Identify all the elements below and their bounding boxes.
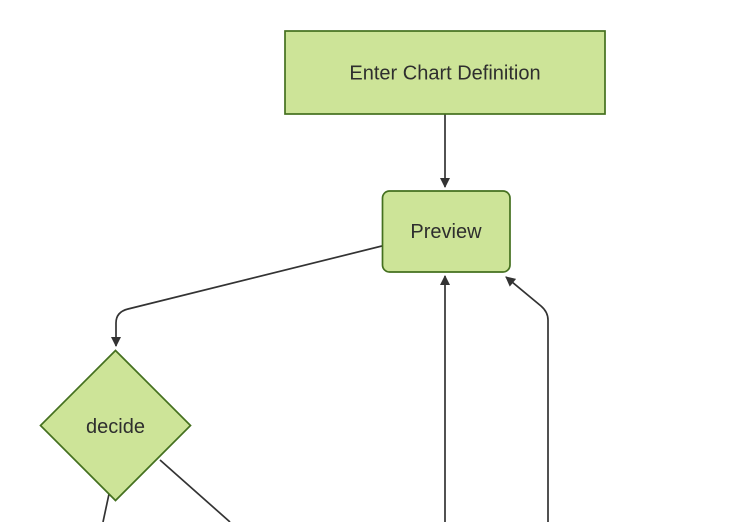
node-decide-label: decide xyxy=(86,416,145,438)
node-preview: Preview xyxy=(381,190,511,273)
node-enter-chart-definition-label: Enter Chart Definition xyxy=(349,63,540,85)
node-decide-shape xyxy=(39,349,192,502)
edge-offscreen-bottom-right-to-preview xyxy=(505,276,549,522)
node-preview-shape xyxy=(381,190,511,273)
edge-preview-to-decide xyxy=(111,245,383,347)
node-preview-label: Preview xyxy=(410,221,482,243)
node-decide: decide xyxy=(39,349,192,502)
edge-decide-to-offscreen-bottom-left xyxy=(102,493,110,522)
edge-decide-to-offscreen-bottom-right xyxy=(159,459,231,522)
node-enter-chart-definition-shape xyxy=(284,30,606,115)
node-enter-chart-definition: Enter Chart Definition xyxy=(284,30,606,115)
